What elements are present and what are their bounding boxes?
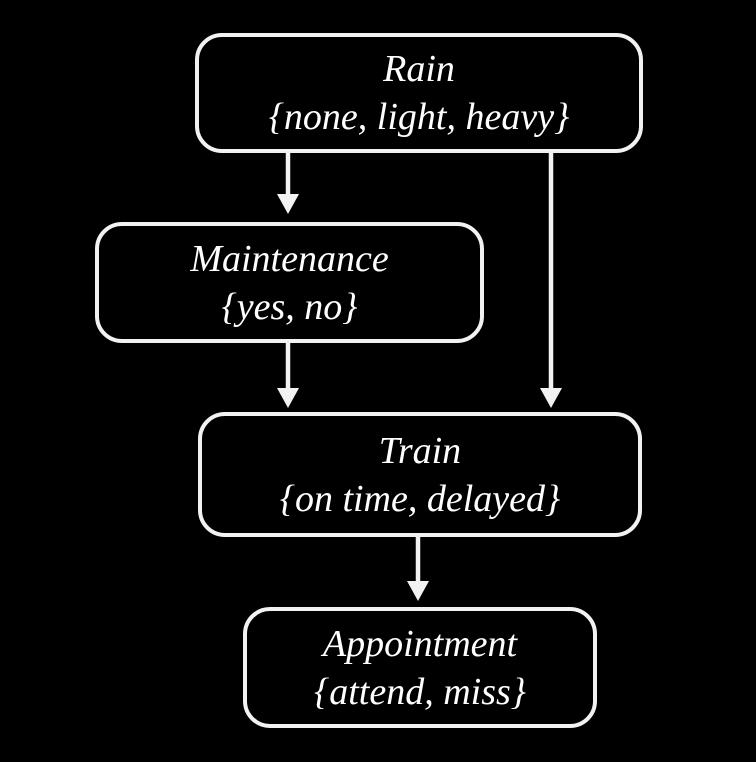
- node-rain-values: {none, light, heavy}: [268, 96, 570, 138]
- node-appointment-values: {attend, miss}: [314, 670, 526, 713]
- arrowhead-icon: [407, 581, 429, 601]
- node-maintenance-values: {yes, no}: [221, 285, 358, 328]
- edge-maintenance-train-arrow: [277, 343, 299, 408]
- node-appointment-label: Appointment: [322, 622, 518, 665]
- arrowhead-icon: [277, 194, 299, 214]
- node-train-values: {on time, delayed}: [279, 477, 561, 520]
- node-maintenance: Maintenance {yes, no}: [95, 222, 484, 343]
- arrowhead-icon: [540, 388, 562, 408]
- node-rain-label: Rain: [383, 48, 455, 90]
- node-train-label: Train: [378, 429, 462, 472]
- node-train: Train {on time, delayed}: [198, 412, 642, 537]
- node-rain: Rain {none, light, heavy}: [195, 33, 643, 153]
- edge-rain-maintenance-arrow: [277, 153, 299, 214]
- edge-train-appointment-arrow: [407, 537, 429, 601]
- edge-rain-train-arrow: [540, 153, 562, 408]
- node-maintenance-label: Maintenance: [190, 237, 389, 280]
- arrowhead-icon: [277, 388, 299, 408]
- node-appointment: Appointment {attend, miss}: [243, 607, 597, 728]
